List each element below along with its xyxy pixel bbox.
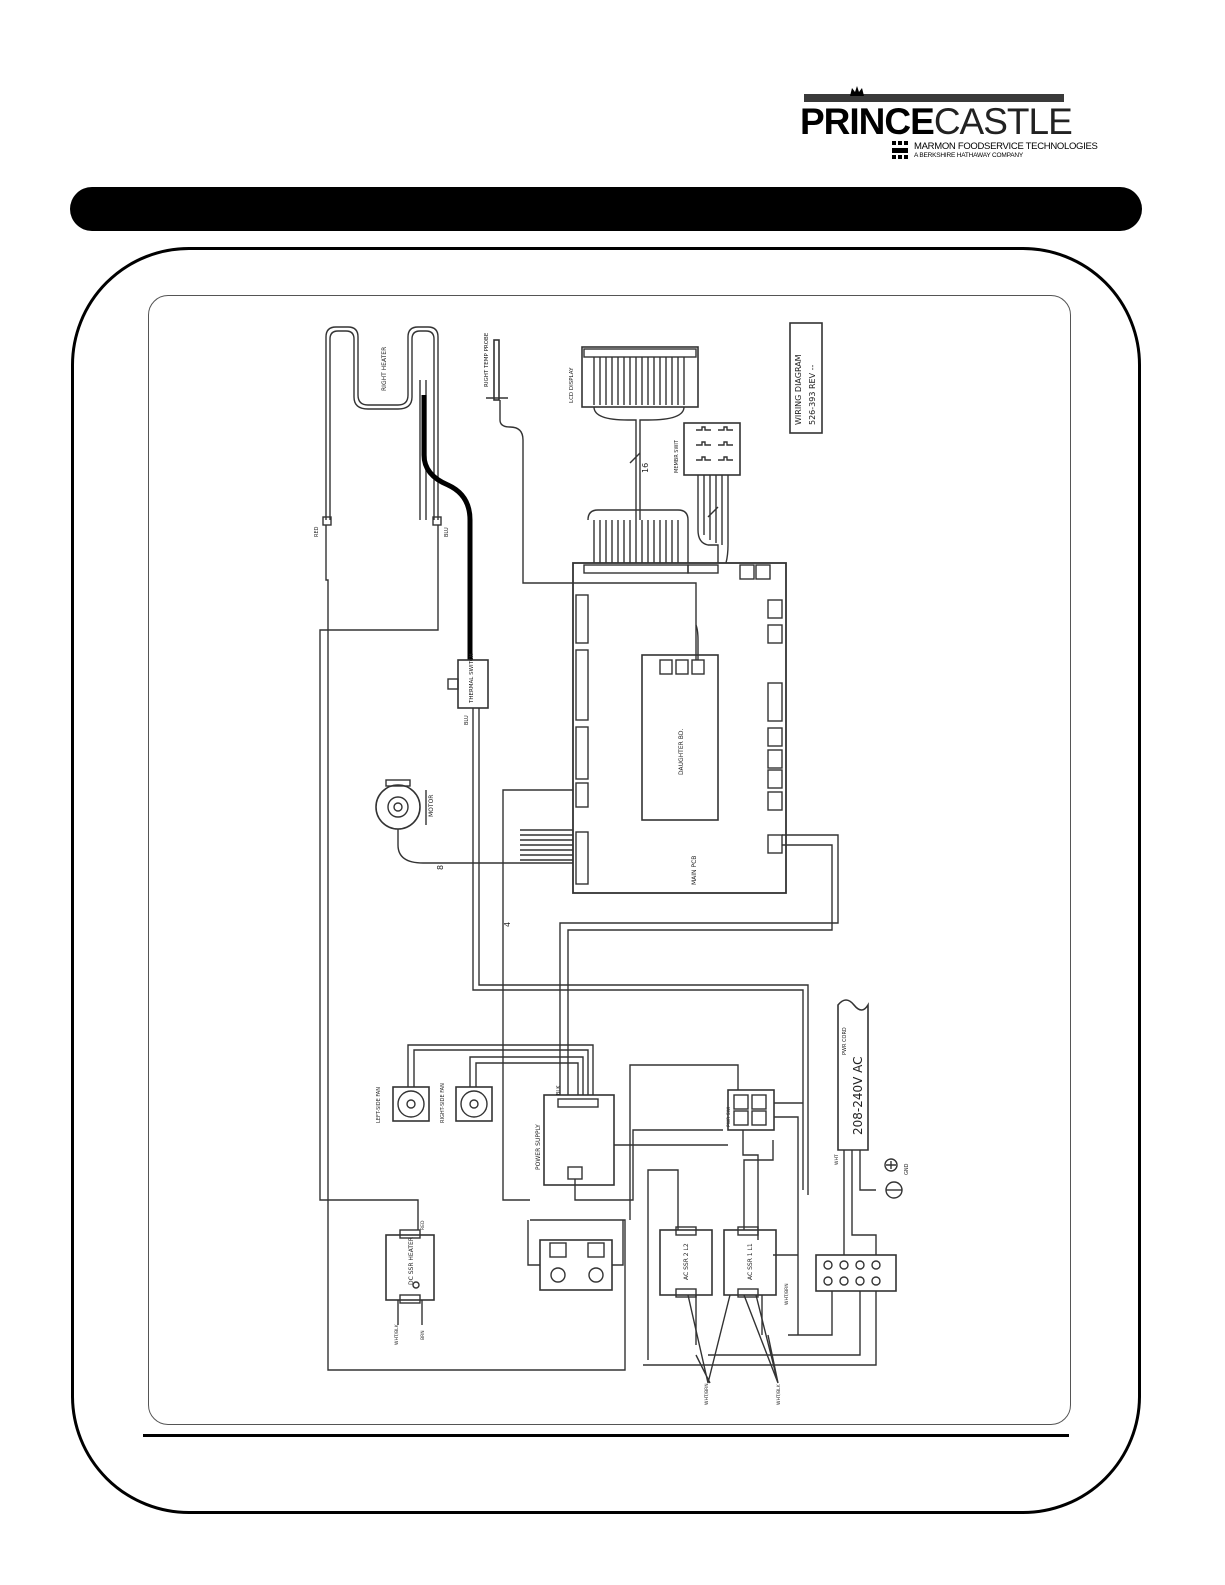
logo-top-bar — [804, 94, 1064, 102]
jumper-wire-wht-blk: WHT/BLK — [776, 1383, 782, 1405]
brand-wordmark: PRINCECASTLE — [800, 101, 1073, 142]
footer-rule — [143, 1434, 1069, 1437]
thermal-switch-label: THERMAL SWITCH — [469, 653, 475, 704]
cord-wire-wht: WHT — [834, 1154, 840, 1165]
lcd-label: LCD DISPLAY — [569, 367, 575, 403]
power-supply-label: POWER SUPPLY — [535, 1124, 542, 1170]
four-wire-count: 4 — [503, 922, 512, 927]
dc-ssr-wire-brn: BRN — [420, 1330, 426, 1340]
right-heater: RIGHT HEATER RED BLU — [314, 326, 450, 537]
right-side-fan: RIGHT-SIDE FAN — [440, 1083, 493, 1123]
thermal-switch-wires — [472, 708, 809, 1195]
diagram-frame — [148, 295, 1071, 1425]
ac-ssr-1: AC SSR 1 L1 WHT/BRN — [723, 1140, 798, 1335]
thermal-sensor-cable — [421, 395, 473, 660]
motor-wire-count: 8 — [436, 865, 445, 870]
daughter-board: DAUGHTER BD. — [641, 624, 719, 821]
ac-ssr-1-wire-wht-brn: WHT/BRN — [784, 1283, 790, 1305]
right-fan-label: RIGHT-SIDE FAN — [440, 1083, 446, 1123]
main-pcb-label: MAIN PCB — [691, 856, 698, 885]
brand-name-bold: PRINCE — [800, 101, 935, 142]
dc-ssr-wire-red: RED — [420, 1220, 426, 1230]
diagram-part-number: 526-393 REV -- — [808, 365, 817, 425]
left-fan-label: LEFT-SIDE FAN — [376, 1087, 382, 1123]
ground-label: GND — [904, 1163, 910, 1175]
lcd-display: LCD DISPLAY 16 — [569, 346, 699, 520]
heater-wire-red: RED — [314, 526, 320, 537]
heater-red-wire — [325, 525, 626, 1371]
heater-blu-wire — [319, 525, 439, 1230]
thermal-switch-wire-blu: BLU — [464, 715, 470, 725]
ac-ssr-2: AC SSR 2 L2 — [647, 1169, 713, 1360]
heater-wire-blu: BLU — [444, 527, 450, 537]
fan-wires — [407, 1044, 594, 1095]
four-wire-bundle — [502, 789, 573, 1201]
motor: MOTOR 8 — [375, 779, 573, 870]
parent-company-line: MARMON FOODSERVICE TECHNOLOGIES — [914, 141, 1098, 152]
motor-label: MOTOR — [428, 795, 435, 817]
owner-company-line: A BERKSHIRE HATHAWAY COMPANY — [914, 152, 1024, 159]
power-supply-wire-blk: BLK — [556, 1085, 562, 1095]
lcd-wire-count: 16 — [641, 463, 650, 473]
dc-ssr-label: DC SSR HEATER — [408, 1237, 415, 1285]
dc-ssr-wire-wht-blk: WHT/BLK — [394, 1323, 400, 1345]
membrane-switch: MEMBR SWIT — [674, 422, 741, 564]
relay-block — [527, 1220, 624, 1291]
ac-ssr-2-label: AC SSR 2 L2 — [683, 1243, 690, 1280]
power-cord-label: PWR CORD — [842, 1027, 848, 1055]
wiring-diagram: WIRING DIAGRAM 526-393 REV -- RIGHT HEAT… — [314, 322, 910, 1405]
ac-ssr-1-label: AC SSR 1 L1 — [747, 1243, 754, 1280]
page-frame — [71, 247, 1141, 1514]
jumper-wire-wht-brn: WHT/BRN — [704, 1383, 710, 1405]
pcb-power-wires — [559, 834, 839, 1095]
power-supply: POWER SUPPLY BLK — [535, 1085, 728, 1201]
voltage-label: 208-240V AC — [851, 1056, 865, 1135]
dc-ssr-heater: DC SSR HEATER WHT/BLK BRN RED — [385, 1220, 435, 1345]
diagram-title: WIRING DIAGRAM — [794, 354, 803, 425]
jumper-arrows: WHT/BRN WHT/BLK — [687, 1294, 782, 1405]
thermal-switch: THERMAL SWITCH BLU — [447, 653, 489, 725]
crown-icon — [850, 86, 864, 96]
daughter-board-label: DAUGHTER BD. — [678, 729, 685, 775]
right-temp-probe: RIGHT TEMP PROBE — [484, 332, 697, 660]
membrane-switch-label: MEMBR SWIT — [674, 439, 680, 473]
heater-label: RIGHT HEATER — [381, 347, 388, 391]
power-switch-label: PWR SWI — [726, 1107, 732, 1127]
prince-castle-logo: PRINCECASTLE MARMON FOODSERVICE TECHNOLO… — [800, 86, 1098, 166]
power-cord: PWR CORD 208-240V AC WHT GND — [834, 999, 910, 1225]
marmon-mark-icon — [892, 141, 908, 159]
terminal-block — [643, 1220, 897, 1366]
lcd-harness — [587, 509, 689, 563]
brand-name-light: CASTLE — [933, 101, 1073, 142]
main-pcb: MAIN PCB — [572, 562, 787, 894]
diagram-title-block: WIRING DIAGRAM 526-393 REV -- — [789, 322, 823, 434]
power-switch: PWR SWI — [629, 1064, 803, 1335]
header-bar — [70, 187, 1142, 231]
temp-probe-label: RIGHT TEMP PROBE — [484, 332, 490, 387]
left-side-fan: LEFT-SIDE FAN — [376, 1086, 430, 1123]
